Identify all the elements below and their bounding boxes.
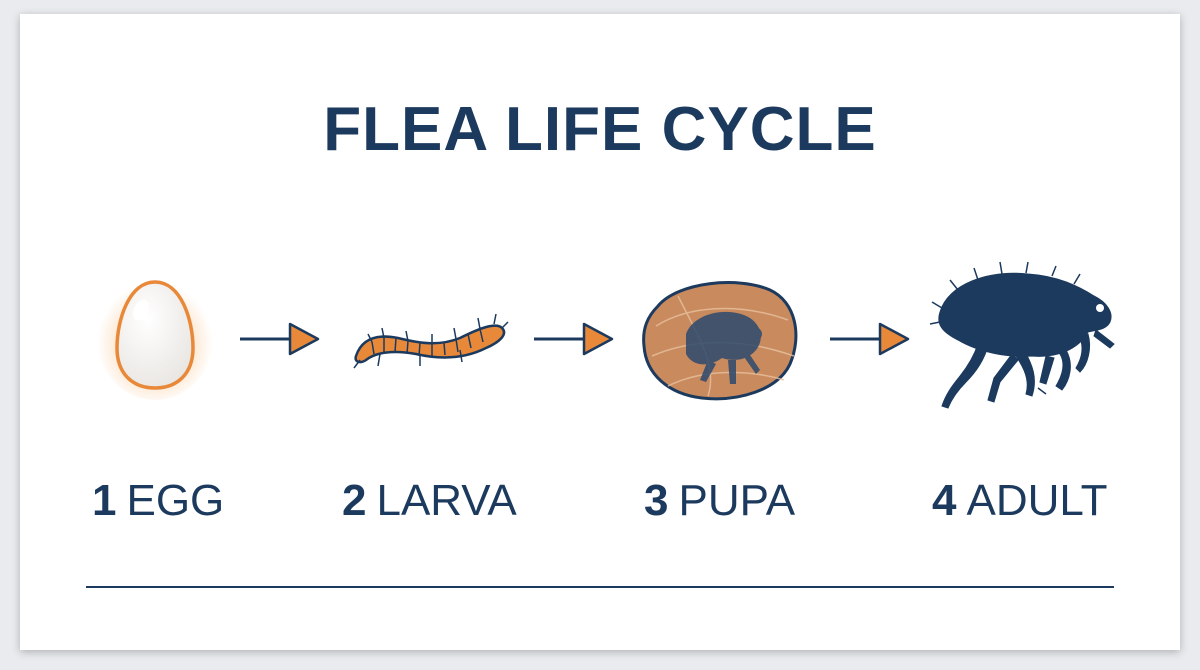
stage-number: 4 — [932, 476, 957, 525]
stage-name: EGG — [126, 476, 225, 525]
stage-name: PUPA — [678, 476, 796, 525]
stage-name: ADULT — [966, 476, 1108, 525]
arrow-icon — [830, 322, 910, 356]
stage-number: 2 — [342, 476, 367, 525]
diagram-card: FLEA LIFE CYCLE — [20, 14, 1180, 650]
egg-icon — [97, 276, 213, 400]
stage-number: 3 — [644, 476, 669, 525]
pupa-icon — [642, 281, 798, 401]
arrow-icon — [240, 322, 320, 356]
divider-line — [86, 586, 1114, 588]
stage-name: LARVA — [376, 476, 517, 525]
stage-number: 1 — [92, 476, 117, 525]
adult-flea-icon — [929, 261, 1115, 409]
diagram-title: FLEA LIFE CYCLE — [323, 95, 877, 164]
arrow-icon — [534, 322, 614, 356]
larva-icon — [353, 313, 509, 369]
